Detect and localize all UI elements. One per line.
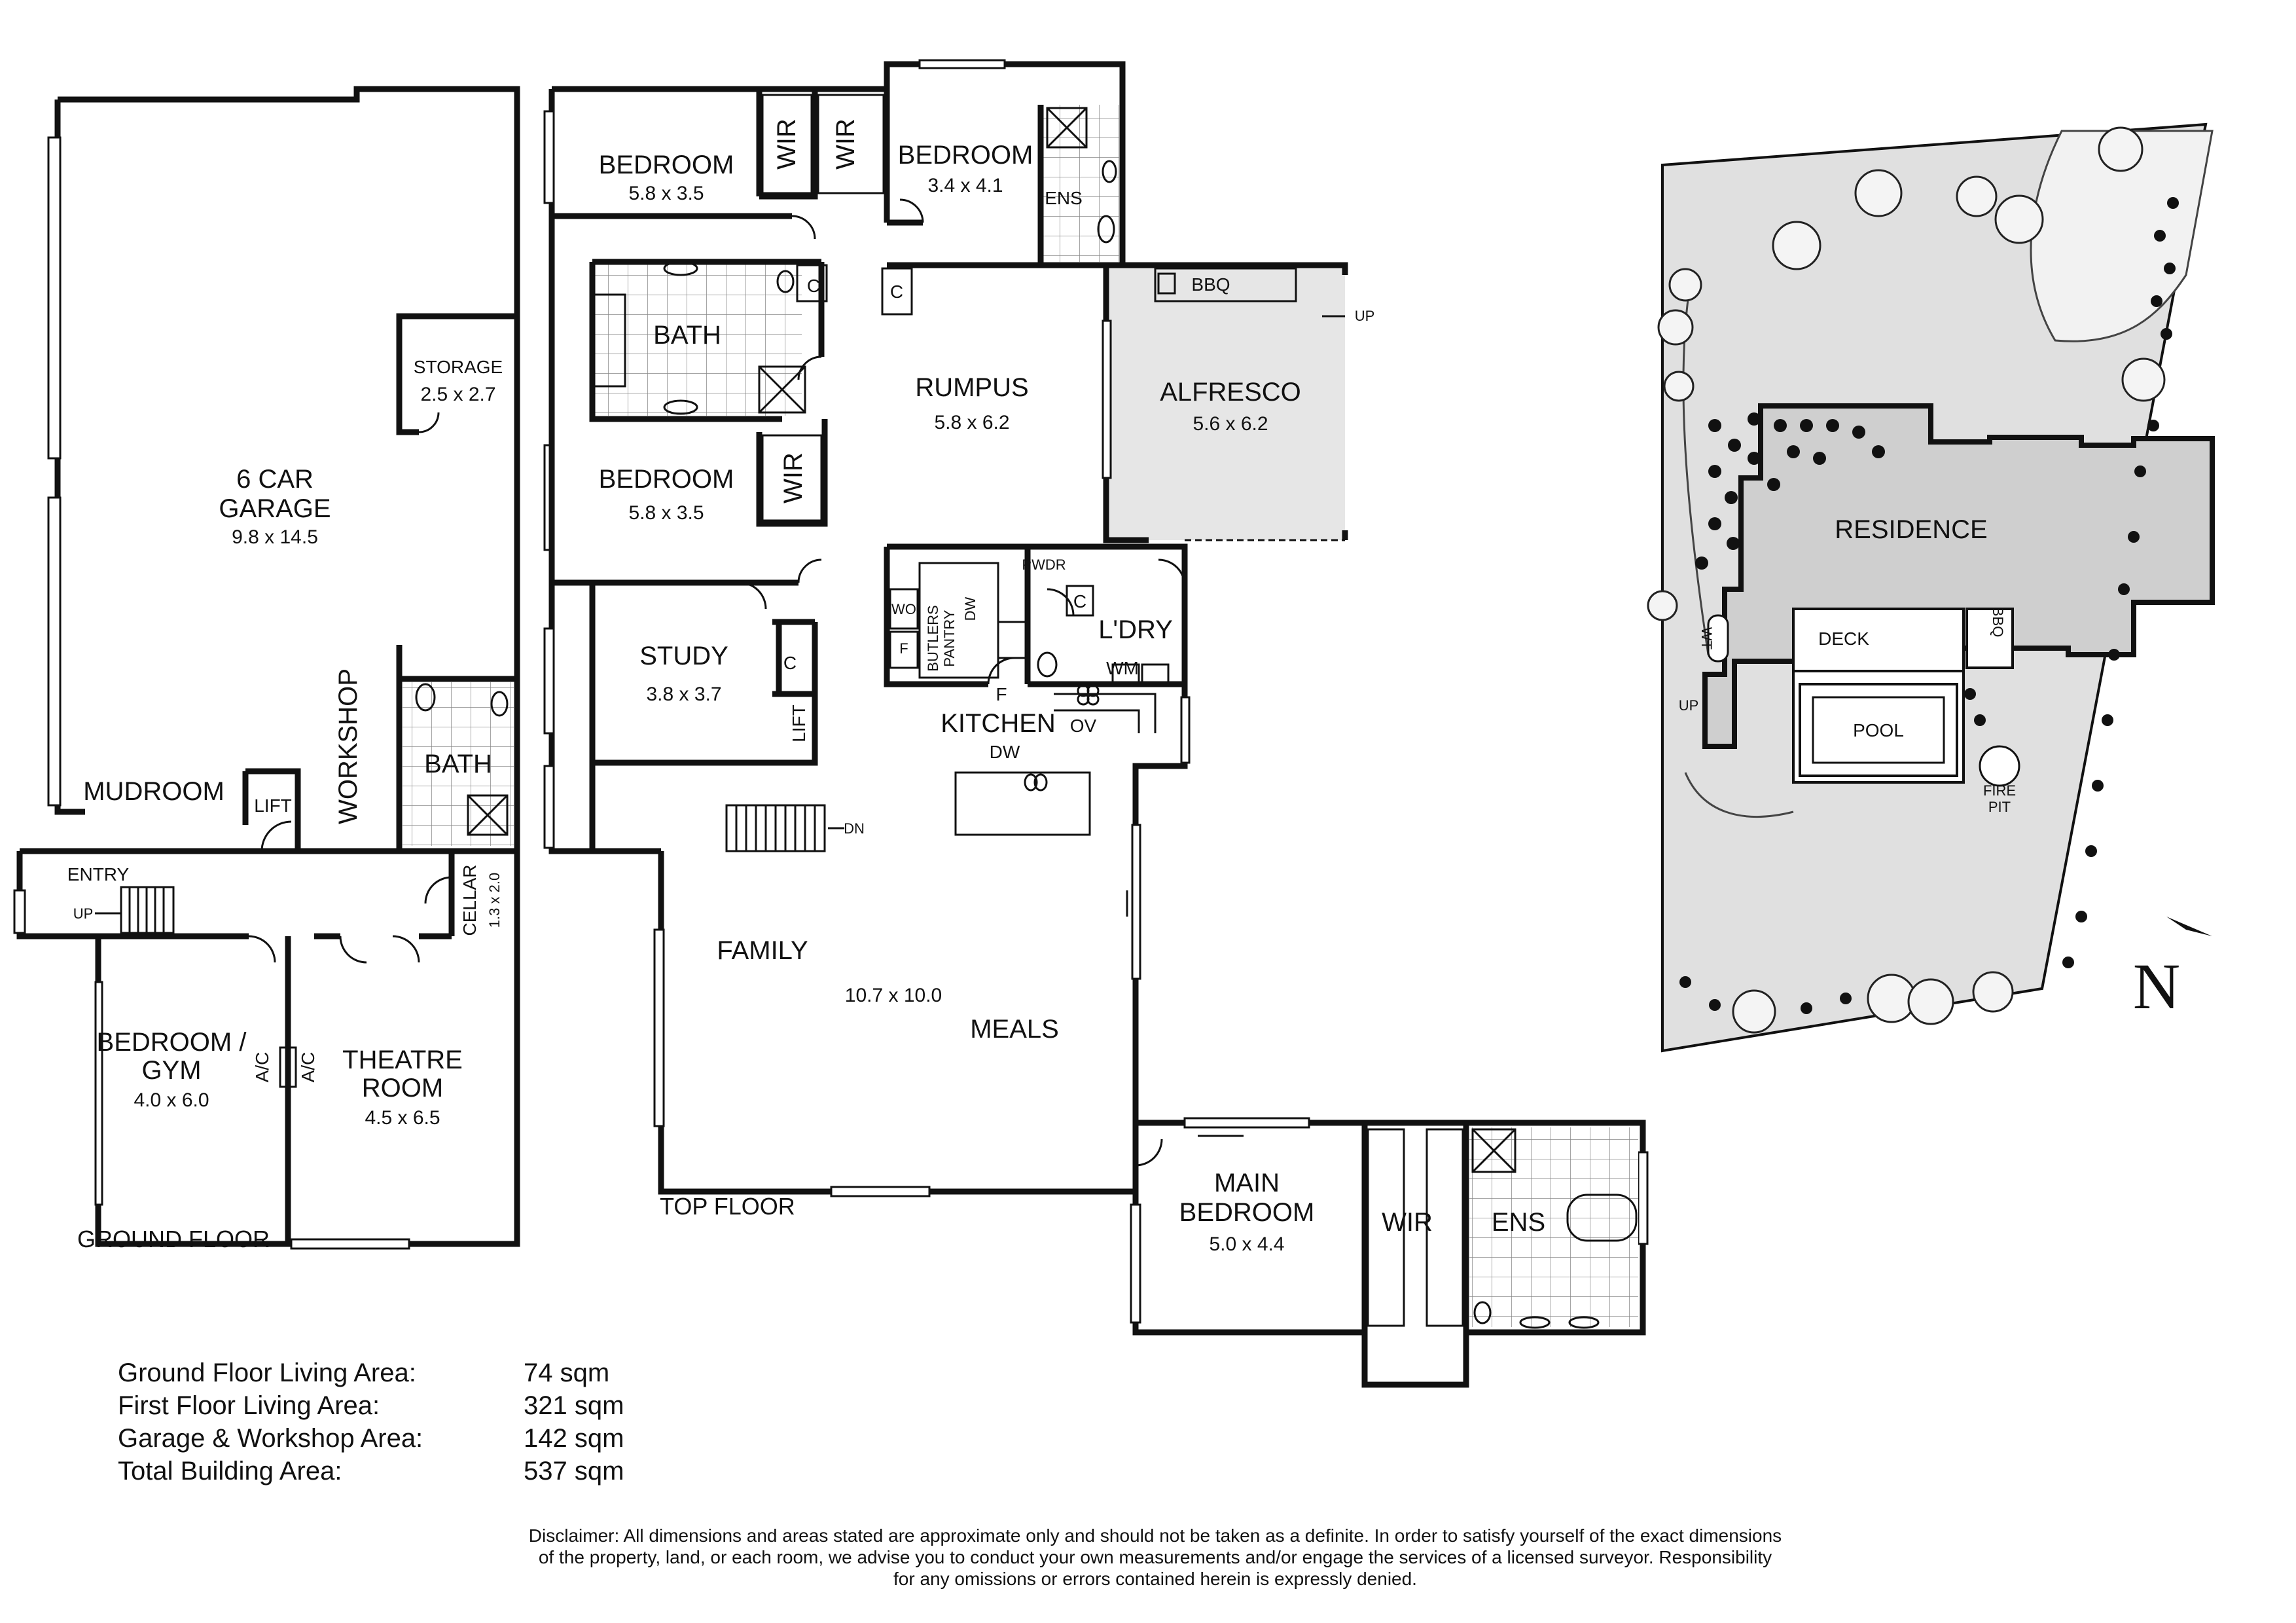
stairs-down-label: DN [844, 820, 865, 837]
washing-machine-label: WM [1106, 658, 1139, 678]
main-bedroom-dims: 5.0 x 4.4 [1209, 1233, 1284, 1255]
fire-pit-label-2: PIT [1988, 799, 2011, 815]
site-bbq-label: BBQ [1990, 607, 2006, 637]
family-dims: 10.7 x 10.0 [845, 985, 942, 1006]
area-value-ground: 74 sqm [524, 1359, 609, 1387]
kitchen-label: KITCHEN [941, 709, 1056, 738]
family-label: FAMILY [717, 936, 808, 965]
main-ens-label: ENS [1492, 1208, 1545, 1237]
area-label-garage: Garage & Workshop Area: [118, 1424, 423, 1453]
meals-label: MEALS [970, 1015, 1059, 1044]
deck-label: DECK [1818, 629, 1869, 649]
ground-lift-label: LIFT [254, 795, 292, 816]
workshop-label: WORKSHOP [334, 668, 363, 824]
bedroom-3-label: BEDROOM [599, 465, 734, 494]
bbq-label: BBQ [1191, 274, 1230, 295]
area-label-first: First Floor Living Area: [118, 1391, 380, 1420]
ground-bath-label: BATH [424, 750, 492, 778]
ground-up-label: UP [73, 905, 94, 922]
entry-label: ENTRY [67, 864, 130, 884]
storage-dims: 2.5 x 2.7 [420, 384, 495, 405]
butlers-pantry-label-1: BUTLERS [925, 605, 941, 671]
garage-label-2: GARAGE [219, 494, 331, 523]
bedroom-gym-label-1: BEDROOM / [97, 1028, 247, 1057]
area-label-total: Total Building Area: [118, 1457, 342, 1486]
area-value-first: 321 sqm [524, 1391, 624, 1420]
oven-label: OV [1070, 716, 1097, 736]
disclaimer-line-3: for any omissions or errors contained he… [893, 1569, 1417, 1589]
ground-floor-title: GROUND FLOOR [77, 1226, 270, 1252]
top-bath-label: BATH [653, 321, 721, 350]
closet-4-label: C [1073, 591, 1086, 611]
bedroom-2-dims: 3.4 x 4.1 [927, 175, 1003, 196]
north-arrow-label: N [2133, 950, 2180, 1023]
disclaimer: Disclaimer: All dimensions and areas sta… [529, 1525, 1782, 1589]
bedroom-gym-dims: 4.0 x 6.0 [134, 1089, 209, 1111]
laundry-label: L'DRY [1098, 615, 1173, 644]
main-bedroom-label-2: BEDROOM [1179, 1198, 1315, 1227]
alfresco-dims: 5.6 x 6.2 [1193, 413, 1268, 435]
study-label: STUDY [639, 642, 728, 670]
garage-label-1: 6 CAR [236, 465, 314, 494]
bedroom-gym-label-2: GYM [141, 1056, 201, 1085]
area-value-garage: 142 sqm [524, 1424, 624, 1453]
area-value-total: 537 sqm [524, 1457, 624, 1486]
area-label-ground: Ground Floor Living Area: [118, 1359, 416, 1387]
site-up-label: UP [1679, 697, 1699, 714]
ac-label-2: A/C [298, 1052, 318, 1083]
alfresco-up-label: UP [1355, 308, 1375, 324]
cellar-label: CELLAR [459, 865, 480, 936]
top-lift-label: LIFT [789, 704, 809, 742]
study-dims: 3.8 x 3.7 [646, 684, 721, 705]
butlers-pantry-label-2: PANTRY [941, 610, 958, 667]
main-bedroom-label-1: MAIN [1214, 1169, 1280, 1197]
bedroom-2-label: BEDROOM [898, 141, 1033, 170]
wir-3-label: WIR [779, 452, 808, 503]
bedroom-1-label: BEDROOM [599, 151, 734, 179]
site-plan: N RESIDENCE DECK POOL BBQ WT UP FIRE PIT [1647, 122, 2215, 1053]
theatre-label-1: THEATRE [342, 1046, 463, 1074]
ground-floor-plan: 6 CAR GARAGE 9.8 x 14.5 STORAGE 2.5 x 2.… [13, 86, 520, 1252]
area-schedule: Ground Floor Living Area: 74 sqm First F… [118, 1359, 624, 1486]
powder-room-label: PWDR [1022, 556, 1066, 573]
theatre-dims: 4.5 x 6.5 [365, 1107, 440, 1129]
top-floor-plan: BEDROOM 5.8 x 3.5 WIR WIR BEDROOM 3.4 x … [543, 59, 1649, 1388]
main-wir-label: WIR [1382, 1208, 1433, 1237]
mudroom-label: MUDROOM [83, 777, 224, 806]
closet-2-label: C [890, 282, 903, 302]
theatre-label-2: ROOM [362, 1074, 443, 1103]
top-floor-title: TOP FLOOR [660, 1193, 795, 1220]
wir-2-label: WIR [831, 119, 860, 170]
water-tank-label: WT [1698, 627, 1715, 649]
bedroom-1-dims: 5.8 x 3.5 [628, 183, 704, 204]
disclaimer-line-2: of the property, land, or each room, we … [539, 1547, 1772, 1567]
residence-label: RESIDENCE [1835, 515, 1987, 544]
ens-small-label: ENS [1045, 188, 1083, 208]
dishwasher-2-label: DW [990, 742, 1020, 762]
wir-1-label: WIR [772, 119, 801, 170]
cellar-dims: 1.3 x 2.0 [486, 873, 503, 928]
garage-dims: 9.8 x 14.5 [232, 526, 318, 548]
closet-3-label: C [783, 653, 797, 673]
fire-pit-label-1: FIRE [1983, 782, 2016, 799]
bedroom-3-dims: 5.8 x 3.5 [628, 502, 704, 524]
ac-label-1: A/C [252, 1052, 272, 1083]
dishwasher-1-label: DW [962, 596, 978, 621]
rumpus-label: RUMPUS [915, 373, 1028, 402]
fridge-1-label: F [899, 640, 908, 657]
pool-label: POOL [1853, 720, 1904, 740]
closet-1-label: C [807, 276, 820, 296]
fridge-2-label: F [996, 684, 1007, 704]
wo-label: WO [891, 601, 916, 617]
alfresco-label: ALFRESCO [1160, 378, 1301, 407]
storage-label: STORAGE [414, 357, 503, 377]
disclaimer-line-1: Disclaimer: All dimensions and areas sta… [529, 1525, 1782, 1546]
rumpus-dims: 5.8 x 6.2 [934, 412, 1009, 433]
